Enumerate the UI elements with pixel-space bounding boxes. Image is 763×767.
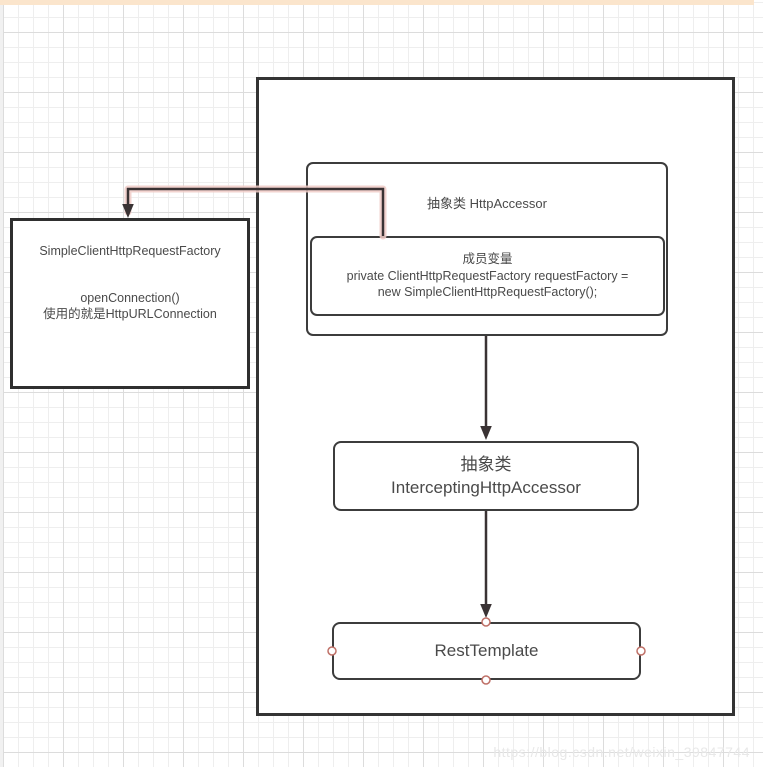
node-intercepting-http-accessor[interactable]: 抽象类 InterceptingHttpAccessor — [333, 441, 639, 511]
member-field-code-line2: new SimpleClientHttpRequestFactory(); — [377, 285, 598, 300]
node-simple-client-factory[interactable]: SimpleClientHttpRequestFactory openConne… — [10, 218, 250, 389]
node-rest-template[interactable]: RestTemplate — [332, 622, 641, 680]
simple-factory-line2: 使用的就是HttpURLConnection — [43, 307, 217, 321]
rest-template-title: RestTemplate — [434, 641, 539, 660]
simple-factory-title: SimpleClientHttpRequestFactory — [39, 244, 221, 258]
simple-factory-line1: openConnection() — [80, 291, 180, 305]
left-edge-strip — [0, 5, 3, 767]
node-http-accessor-title: 抽象类 HttpAccessor — [427, 196, 547, 211]
watermark: https://blog.csdn.net/weixin_39847744 — [493, 744, 750, 760]
arrowhead-down-icon — [122, 204, 134, 218]
intercepting-line1: 抽象类 — [460, 455, 512, 474]
top-accent-strip — [0, 0, 754, 5]
node-member-field[interactable]: 成员变量 private ClientHttpRequestFactory re… — [310, 236, 665, 316]
member-field-code-line1: private ClientHttpRequestFactory request… — [346, 268, 629, 283]
member-field-heading: 成员变量 — [462, 252, 513, 267]
intercepting-line2: InterceptingHttpAccessor — [391, 478, 581, 497]
